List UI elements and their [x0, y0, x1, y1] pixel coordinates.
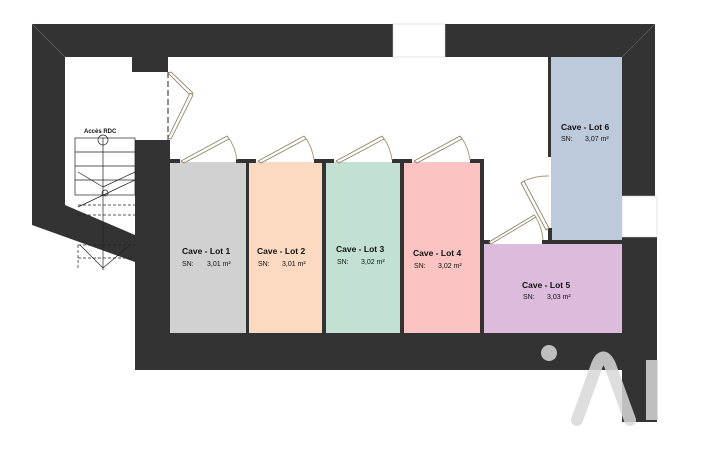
room-lot-6-name: Cave - Lot 6 [561, 122, 609, 132]
room-lot-4-name: Cave - Lot 4 [413, 248, 461, 258]
door-lot-1[interactable] [180, 135, 238, 164]
room-lot-4-area: 3,02 m² [438, 263, 462, 270]
door-lot-2[interactable] [257, 135, 315, 164]
room-lot-5-sn: SN: [523, 294, 535, 301]
door-lot-5[interactable] [488, 214, 544, 245]
room-lot-4[interactable] [404, 162, 481, 333]
room-lot-3-sn: SN: [337, 259, 349, 266]
staircase[interactable] [74, 134, 136, 270]
room-lot-5[interactable] [483, 244, 623, 333]
room-lot-2-name: Cave - Lot 2 [257, 246, 305, 256]
room-lot-3[interactable] [326, 162, 401, 333]
room-lot-6[interactable] [551, 57, 622, 241]
room-lot-1-area: 3,01 m² [207, 261, 231, 268]
access-label: Accès RDC [84, 129, 117, 135]
window-top [392, 23, 446, 58]
door-lot-6[interactable] [520, 175, 550, 231]
room-lot-5-name: Cave - Lot 5 [522, 280, 570, 290]
room-lot-2-sn: SN: [258, 261, 270, 268]
door-entry[interactable] [167, 71, 194, 140]
iad-logo-watermark [541, 345, 658, 426]
room-lot-2[interactable] [249, 162, 323, 333]
room-lot-5-area: 3,03 m² [547, 294, 571, 301]
room-lot-1-name: Cave - Lot 1 [182, 246, 230, 256]
door-lot-3[interactable] [335, 135, 393, 164]
room-lot-3-area: 3,02 m² [361, 259, 385, 266]
room-lot-3-name: Cave - Lot 3 [336, 244, 384, 254]
room-lot-2-area: 3,01 m² [282, 261, 306, 268]
window-right [621, 195, 658, 238]
room-lot-6-area: 3,07 m² [585, 136, 609, 143]
room-lot-1[interactable] [170, 162, 247, 333]
room-lot-4-sn: SN: [414, 263, 426, 270]
room-lot-6-sn: SN: [561, 136, 573, 143]
room-lot-1-sn: SN: [182, 261, 194, 268]
door-lot-4[interactable] [413, 135, 471, 164]
